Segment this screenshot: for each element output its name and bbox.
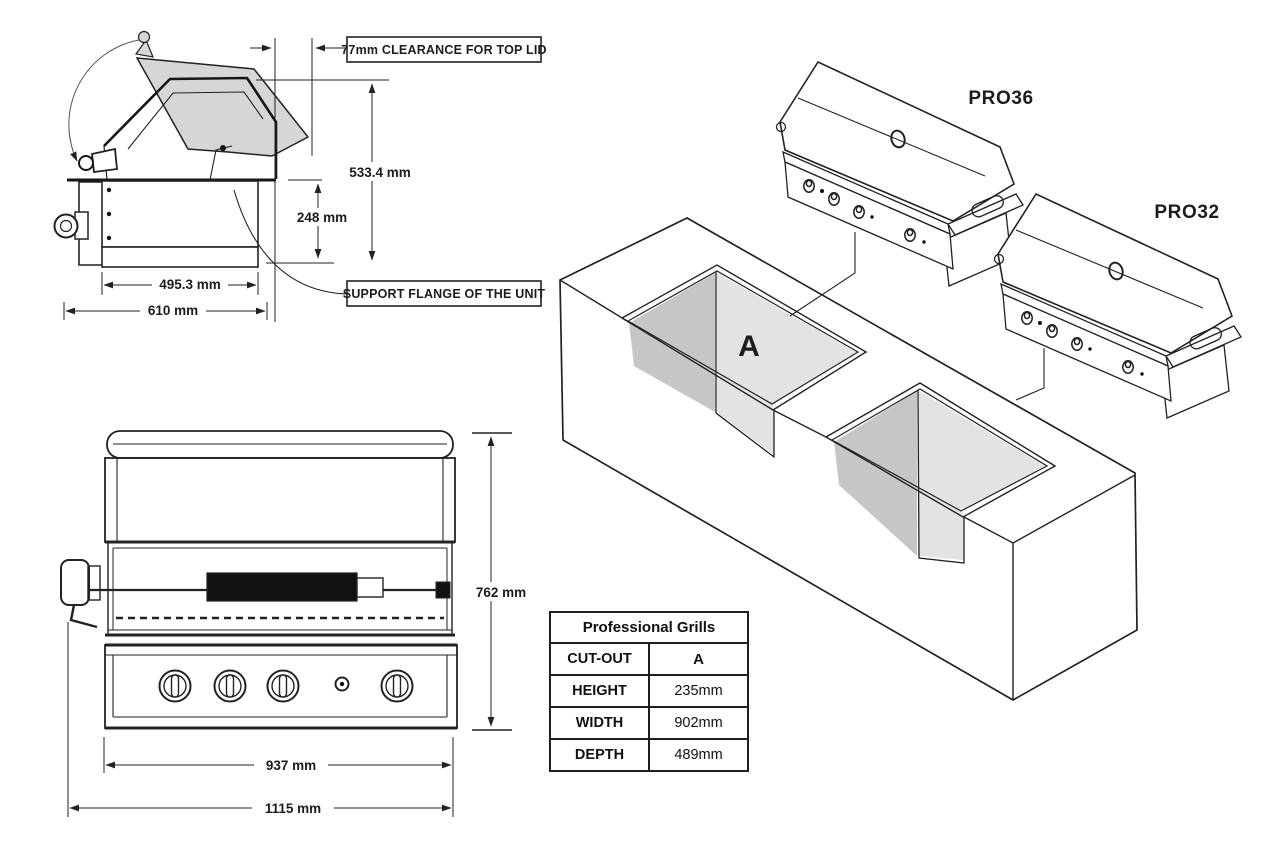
island-view-drawing (559, 60, 1242, 701)
grill-knobs (803, 179, 926, 244)
screw-dot (106, 211, 112, 217)
spec-label: HEIGHT (549, 674, 650, 708)
spec-table-title: Professional Grills (549, 611, 749, 644)
table-row: DEPTH 489mm (549, 738, 749, 772)
burner-knob (380, 669, 414, 703)
hood-hinge-knob (775, 121, 787, 133)
spec-value: A (648, 642, 749, 676)
spec-label: DEPTH (549, 738, 650, 772)
screw-dot (106, 235, 112, 241)
dim-text-bg (468, 582, 532, 601)
dim-total-width: 1115 mm (265, 801, 321, 816)
cutout-b-rim-outer (824, 382, 1057, 518)
table-row: WIDTH 902mm (549, 706, 749, 740)
body-lower-band (101, 246, 259, 268)
dim-text-bg (140, 303, 206, 319)
dim-height: 762 mm (476, 585, 526, 600)
spec-value: 235mm (648, 674, 749, 708)
ignition-button (334, 676, 350, 692)
motor-crank-handle (69, 604, 98, 629)
dim-total-height: 533.4 mm (349, 165, 411, 180)
rotisserie-collar (356, 577, 384, 598)
clearance-label-box (346, 36, 542, 63)
flange-label: SUPPORT FLANGE OF THE UNIT (343, 287, 546, 301)
cutout-a-rim-outer (620, 264, 868, 411)
open-lid-handle-knob (137, 30, 151, 44)
dim-body-width: 937 mm (266, 758, 316, 773)
side-view-drawing (53, 30, 310, 268)
builtin-grill-small (993, 193, 1242, 419)
cutout-a-wall-light (717, 273, 856, 455)
closed-lid-outline (103, 76, 278, 179)
grill-label-pro36: PRO36 (968, 88, 1033, 109)
spec-label: WIDTH (549, 706, 650, 740)
valve-knob-center (59, 219, 73, 233)
flange-label-box (346, 280, 542, 307)
cutout-a-rim-inner (626, 270, 860, 405)
clearance-label: 77mm CLEARANCE FOR TOP LID (341, 43, 546, 57)
dim-box-height: 248 mm (297, 210, 347, 225)
rotisserie-burner-dark (206, 572, 358, 602)
dim-text-bg (346, 162, 414, 181)
open-lid-shape (135, 57, 310, 157)
body-upper (101, 180, 259, 248)
shelf-scoop (971, 195, 1004, 218)
screw-dot (106, 187, 112, 193)
panel-face (784, 160, 954, 271)
spec-value: 902mm (648, 706, 749, 740)
cutout-a-wall-dark (629, 273, 715, 412)
burner-knob (266, 669, 300, 703)
front-view-drawing (60, 430, 458, 730)
hinge-knob (78, 155, 94, 171)
rod-end-bracket (435, 581, 451, 599)
table-row: CUT-OUT A (549, 642, 749, 676)
burner-knob (158, 669, 192, 703)
burner-knob (213, 669, 247, 703)
cutout-b-wall-dark (834, 391, 917, 556)
front-view-dimensions (67, 432, 532, 817)
dim-text-bg (252, 798, 334, 817)
dim-text-bg (297, 208, 347, 226)
lid-swing-arc (68, 39, 140, 162)
spec-label: CUT-OUT (549, 642, 650, 676)
hinge-bracket (91, 147, 118, 174)
cutout-a-letter: A (738, 330, 760, 363)
dim-text-bg (152, 276, 228, 293)
leader-pro32-to-cutout (1015, 348, 1045, 401)
firebox-inner-slant (209, 145, 233, 181)
table-row: HEIGHT 235mm (549, 674, 749, 708)
builtin-grill (775, 60, 1024, 287)
cutout-b-wall-light (919, 391, 1045, 560)
spec-value: 489mm (648, 738, 749, 772)
flange-leader-curve (233, 189, 348, 295)
hood-badge (890, 129, 906, 149)
spec-table: Professional Grills CUT-OUT A HEIGHT 235… (549, 611, 749, 772)
hood-front (104, 457, 456, 543)
grill-label-pro32: PRO32 (1154, 202, 1219, 223)
hinge-pivot-dot (220, 145, 226, 151)
leader-pro36-to-cutout (789, 232, 856, 317)
rotisserie-motor (60, 559, 90, 606)
cutout-b-notch (917, 389, 965, 564)
open-lid-handle (134, 38, 154, 58)
motor-mount-plate (87, 565, 101, 601)
dim-flange-width: 495.3 mm (159, 277, 221, 292)
lid-inner-shell (127, 91, 264, 150)
side-view-dimensions (63, 36, 542, 322)
dim-text-bg (254, 755, 328, 774)
dim-total-depth: 610 mm (148, 303, 198, 318)
cutout-a-notch (715, 272, 775, 459)
